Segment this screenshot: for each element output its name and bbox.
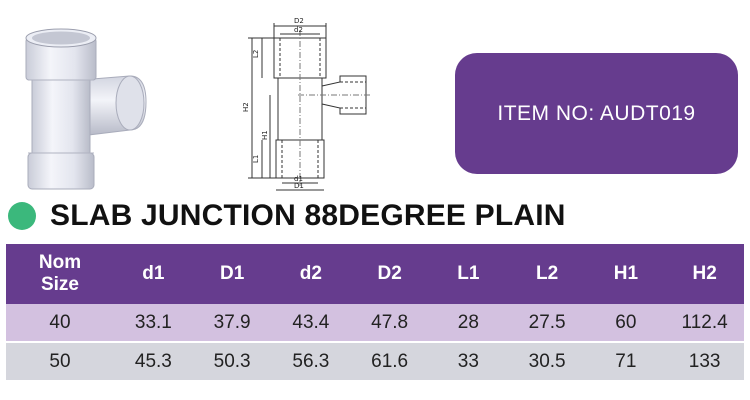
table-cell: 112.4 [665,304,744,343]
table-row: 50 45.3 50.3 56.3 61.6 33 30.5 71 133 [6,342,744,380]
product-title-row: SLAB JUNCTION 88DEGREE PLAIN [8,196,566,236]
table-cell: 50.3 [213,350,251,372]
dim-label: d1 [294,175,303,183]
table-cell: 56.3 [292,350,330,372]
table-cell: 40 [6,304,114,343]
header-d2: d2 [299,263,322,284]
header-D1: D1 [219,263,245,284]
bullet-dot-icon [8,202,36,230]
technical-drawing: D2 d2 L2 H2 H1 L1 d1 D1 [242,17,372,191]
spec-table: Nom Size d1 D1 d2 D2 L1 L2 H1 H2 40 33.1… [6,244,744,380]
dim-label: L1 [252,155,260,163]
dim-label: H1 [261,130,269,140]
table-cell: 33.1 [114,304,193,343]
header-H1: H1 [613,263,639,284]
table-cell: 28 [429,304,508,343]
table-cell: 30.5 [528,350,566,372]
table-cell: 43.4 [271,304,351,343]
table-cell: 37.9 [192,304,272,343]
header-L1: L1 [457,263,480,284]
header-d1: d1 [142,263,165,284]
table-header-row: Nom Size d1 D1 d2 D2 L1 L2 H1 H2 [6,244,744,304]
header-H2: H2 [692,263,717,284]
table-row: 40 33.1 37.9 43.4 47.8 28 27.5 60 112.4 [6,304,744,343]
header-nom-size: Nom Size [6,244,114,304]
header-nom: Nom [38,252,82,273]
table-cell: 33 [457,350,479,372]
dim-label: D2 [294,17,304,25]
table-cell: 71 [615,350,637,372]
table-cell: 61.6 [371,350,409,372]
product-title: SLAB JUNCTION 88DEGREE PLAIN [50,199,566,232]
table-cell: 47.8 [350,304,429,343]
table-cell: 50 [49,350,71,372]
header-D2: D2 [377,263,402,284]
table-cell: 133 [688,350,721,372]
table-cell: 60 [586,304,666,343]
table-cell: 27.5 [507,304,587,343]
dim-label: d2 [294,26,303,34]
table-cell: 45.3 [134,350,172,372]
item-number-box: ITEM NO: AUDT019 [455,53,738,174]
dim-label: D1 [294,182,304,190]
header-L2: L2 [536,263,559,284]
dim-label: L2 [252,50,260,58]
header-size: Size [40,274,79,295]
item-number-label: ITEM NO: AUDT019 [497,101,696,125]
product-photo [25,28,147,190]
dim-label: H2 [242,102,250,112]
